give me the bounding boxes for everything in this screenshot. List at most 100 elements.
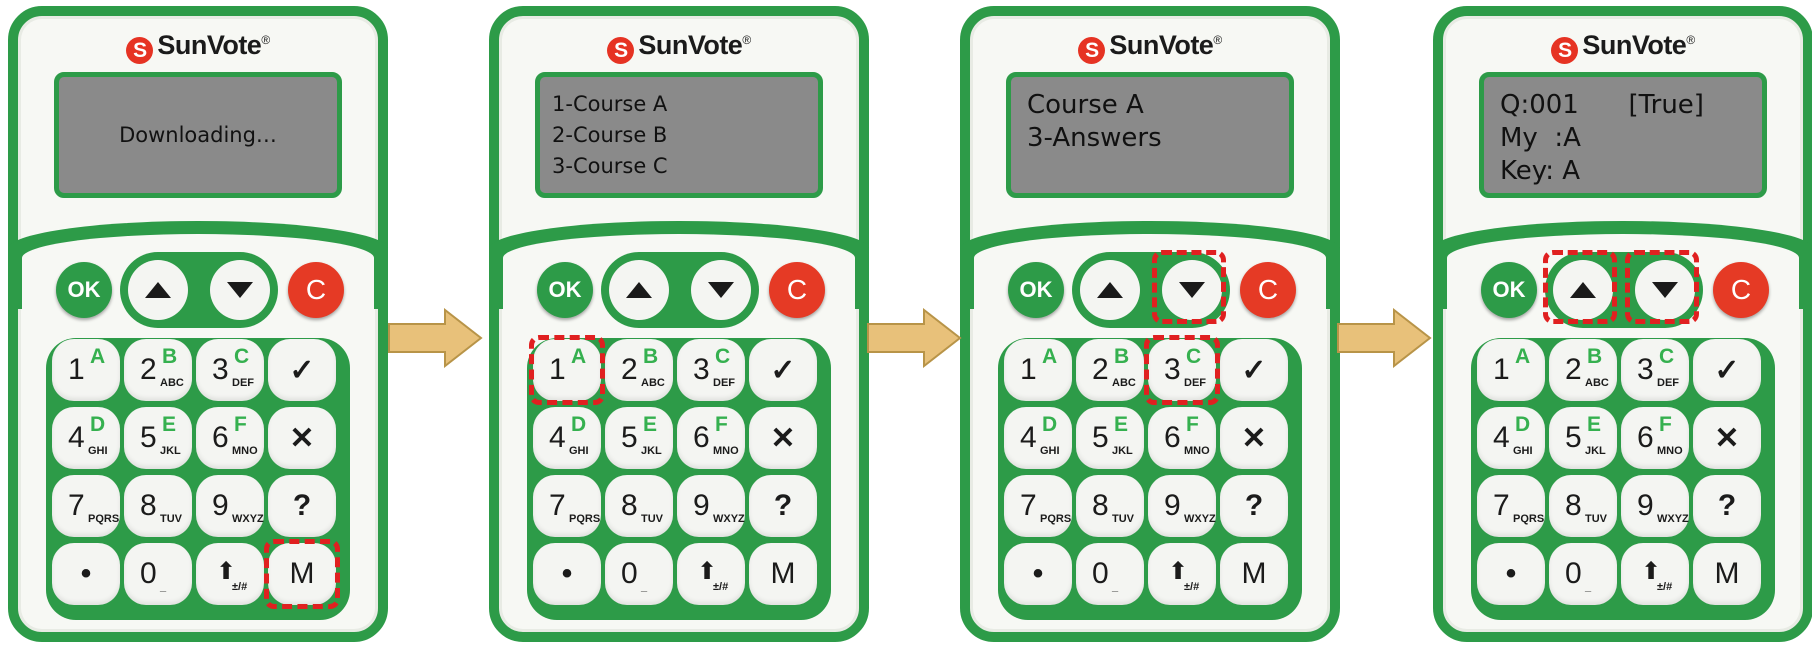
ok-button[interactable]: OK [537, 262, 593, 318]
key-digit: 9 [1164, 489, 1181, 522]
cancel-button[interactable]: C [1713, 262, 1769, 318]
key-14[interactable]: ⬆±/# [677, 543, 745, 605]
key-sublabel: _ [1585, 581, 1592, 593]
key-14[interactable]: ⬆±/# [1621, 543, 1689, 605]
question-icon: ? [1717, 489, 1737, 522]
key-letter: A [1042, 345, 1058, 368]
key-7[interactable]: ✕ [268, 407, 336, 469]
key-12[interactable]: • [533, 543, 601, 605]
key-3[interactable]: ✓ [749, 339, 817, 401]
key-3[interactable]: ✓ [268, 339, 336, 401]
key-7[interactable]: ✕ [1693, 407, 1761, 469]
key-13[interactable]: 0_ [1549, 543, 1617, 605]
up-button[interactable] [609, 260, 669, 320]
lcd-line-2: 3-Answers [1027, 123, 1162, 153]
key-11[interactable]: ? [1220, 475, 1288, 537]
key-letter: C [234, 345, 250, 368]
down-button[interactable] [1635, 260, 1695, 320]
key-7[interactable]: ✕ [749, 407, 817, 469]
arrow-down-icon [1179, 282, 1205, 298]
shift-icon: ⬆ [697, 558, 718, 585]
key-13[interactable]: 0_ [1076, 543, 1144, 605]
arrow-down-icon [1652, 282, 1678, 298]
key-14[interactable]: ⬆±/# [1148, 543, 1216, 605]
up-button[interactable] [1553, 260, 1613, 320]
key-11[interactable]: ? [268, 475, 336, 537]
key-12[interactable]: • [52, 543, 120, 605]
cancel-button[interactable]: C [769, 262, 825, 318]
key-15[interactable]: M [1693, 543, 1761, 605]
cancel-button[interactable]: C [1240, 262, 1296, 318]
key-11[interactable]: ? [1693, 475, 1761, 537]
key-13[interactable]: 0_ [605, 543, 673, 605]
key-12[interactable]: • [1004, 543, 1072, 605]
m-key-label: M [1714, 557, 1740, 590]
down-button[interactable] [1162, 260, 1222, 320]
ok-button[interactable]: OK [1008, 262, 1064, 318]
up-button[interactable] [1080, 260, 1140, 320]
down-button[interactable] [691, 260, 751, 320]
key-digit: 3 [1637, 353, 1654, 386]
key-13[interactable]: 0_ [124, 543, 192, 605]
key-sublabel: GHI [569, 445, 589, 457]
dot-key-label: • [80, 557, 92, 590]
key-3[interactable]: ✓ [1220, 339, 1288, 401]
key-digit: 4 [549, 421, 566, 454]
key-12[interactable]: • [1477, 543, 1545, 605]
lcd-line-3: 3-Course C [552, 154, 668, 178]
up-button[interactable] [128, 260, 188, 320]
key-sublabel: _ [1112, 581, 1119, 593]
key-15[interactable]: M [268, 543, 336, 605]
key-3[interactable]: ✓ [1693, 339, 1761, 401]
cancel-button[interactable]: C [288, 262, 344, 318]
ok-button[interactable]: OK [56, 262, 112, 318]
key-15[interactable]: M [1220, 543, 1288, 605]
key-7[interactable]: ✕ [1220, 407, 1288, 469]
ok-button[interactable]: OK [1481, 262, 1537, 318]
question-icon: ? [1244, 489, 1264, 522]
key-letter: A [90, 345, 106, 368]
down-button[interactable] [210, 260, 270, 320]
key-11[interactable]: ? [749, 475, 817, 537]
key-14[interactable]: ⬆±/# [196, 543, 264, 605]
nav-buttons [120, 252, 278, 328]
key-15[interactable]: M [749, 543, 817, 605]
